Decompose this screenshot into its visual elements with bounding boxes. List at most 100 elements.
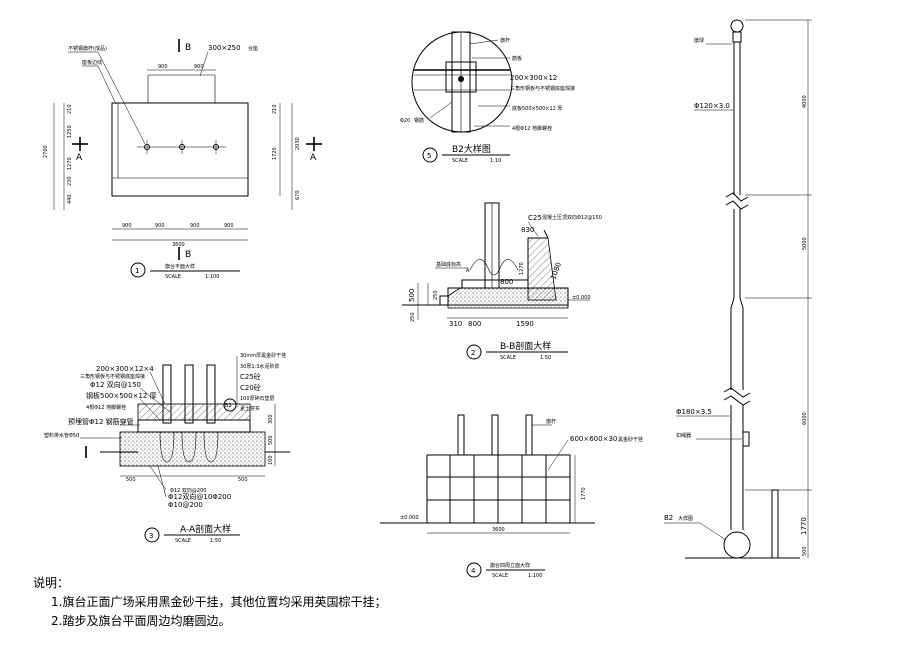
svg-text:210: 210 [67, 104, 73, 114]
svg-text:±0.000: ±0.000 [400, 515, 419, 521]
svg-text:900: 900 [190, 223, 200, 229]
svg-text:2030: 2030 [295, 137, 301, 150]
svg-text:230: 230 [67, 176, 73, 186]
b2-title: B2大样图 [452, 143, 491, 155]
svg-text:三角形钢板与不锈钢底座焊接: 三角形钢板与不锈钢底座焊接 [510, 85, 575, 92]
bb-number-circle [466, 344, 482, 360]
pole-ball-label: 旗球 [694, 37, 704, 44]
svg-text:500: 500 [408, 289, 416, 302]
b2-number-circle [422, 147, 438, 163]
b2-plate-size: 200×300×12 [510, 74, 557, 82]
svg-text:440: 440 [67, 194, 73, 204]
svg-text:1:50: 1:50 [210, 538, 221, 544]
svg-text:1770: 1770 [800, 517, 808, 535]
flag-pole: 旗球 Φ120×3.0 Φ180×3.5 扣绳器 B2 大样图 4000 500… [664, 19, 812, 559]
plan-outline [111, 102, 249, 197]
svg-text:100: 100 [268, 455, 274, 465]
svg-text:三角形钢板与不锈钢底座焊接: 三角形钢板与不锈钢底座焊接 [80, 373, 145, 380]
aa-foundation [119, 431, 266, 467]
svg-text:1250: 1250 [67, 125, 73, 138]
svg-text:大样图: 大样图 [678, 515, 693, 522]
detail-b2: 旗杆 筋板 200×300×12 三角形钢板与不锈钢底座焊接 底板500×500… [400, 31, 575, 164]
svg-text:800: 800 [500, 278, 513, 286]
aa-number-circle [144, 527, 160, 543]
svg-text:1:10: 1:10 [490, 158, 501, 164]
plan-top-dim-1: 900 [158, 64, 168, 70]
plan-title: 旗台平面大样 [165, 263, 195, 270]
notes-heading: 说明： [33, 576, 70, 590]
svg-text:310: 310 [449, 320, 462, 328]
notes-item-1: 1.旗台正面广场采用黑金砂干挂，其他位置均采用英国棕干挂； [51, 595, 387, 609]
svg-text:5: 5 [427, 152, 431, 160]
b2-base-plate: 底板500×500×12 厚 [512, 105, 562, 112]
svg-text:250: 250 [433, 290, 439, 300]
elev-pole-label: 旗杆 [546, 418, 556, 425]
svg-text:A: A [466, 268, 470, 274]
svg-text:2: 2 [471, 349, 475, 357]
svg-text:670: 670 [295, 190, 301, 200]
elev-number-circle [466, 562, 482, 578]
svg-text:B2: B2 [225, 403, 232, 409]
svg-text:4根Φ12 地脚螺栓: 4根Φ12 地脚螺栓 [86, 404, 126, 411]
plan-bottom-total: 3600 [172, 242, 185, 248]
pole-upper-dia: Φ120×3.0 [694, 102, 730, 110]
svg-text:4000: 4000 [802, 95, 808, 108]
section-mark-b-bottom: B [185, 250, 191, 260]
svg-text:SCALE: SCALE [175, 538, 191, 544]
bb-concrete: C25 [528, 214, 542, 222]
section-aa: 200×300×12×4 三角形钢板与不锈钢底座焊接 Φ12 双向@150 钢板… [44, 352, 290, 544]
svg-text:1770: 1770 [581, 487, 587, 500]
svg-text:钢筋: 钢筋 [414, 117, 424, 124]
svg-text:830: 830 [521, 226, 534, 234]
svg-text:900: 900 [155, 223, 165, 229]
pole-bases [137, 140, 226, 154]
pole-hook: 扣绳器 [676, 432, 691, 439]
svg-text:1:50: 1:50 [540, 355, 551, 361]
elev-stone: 600×600×30 [570, 435, 617, 443]
svg-text:黑金砂干挂: 黑金砂干挂 [618, 436, 643, 443]
plan-top-size: 300×250 [208, 44, 241, 52]
section-mark-a-right: A [310, 153, 317, 163]
svg-text:混凝土压顶双向Φ12@150: 混凝土压顶双向Φ12@150 [542, 214, 602, 221]
bb-title: B-B剖面大样 [500, 340, 551, 352]
svg-text:台座: 台座 [248, 45, 258, 52]
svg-text:1: 1 [135, 267, 139, 275]
svg-text:1590: 1590 [516, 320, 534, 328]
aa-plate-size: 200×300×12×4 [96, 365, 154, 373]
svg-text:SCALE: SCALE [500, 355, 516, 361]
svg-text:Φ10@200: Φ10@200 [168, 501, 203, 509]
svg-text:预埋管Φ12 钢筋穿管: 预埋管Φ12 钢筋穿管 [68, 417, 134, 426]
section-mark-a-left: A [76, 153, 83, 163]
svg-text:基础底标高: 基础底标高 [436, 261, 461, 268]
svg-text:C25砼: C25砼 [240, 372, 261, 381]
elevation-view: 旗杆 600×600×30 黑金砂干挂 1770 ±0.000 3600 4 旗… [380, 414, 643, 579]
svg-text:900: 900 [224, 223, 234, 229]
svg-text:6000: 6000 [802, 412, 808, 425]
plan-label-pole: 不锈钢旗杆(成品) [68, 45, 107, 52]
svg-text:塑料排水管Φ50: 塑料排水管Φ50 [44, 432, 79, 439]
svg-text:素土夯实: 素土夯实 [240, 405, 260, 412]
elev-width: 3600 [492, 527, 505, 533]
svg-text:C20砼: C20砼 [240, 383, 261, 392]
plan-view: B B A A 不锈钢旗杆(成品) 座板边线 300×250 台座 900 90… [43, 39, 322, 280]
plan-left-dim-total: 2700 [43, 145, 49, 158]
svg-text:800: 800 [468, 320, 481, 328]
svg-text:30厚1:3水泥砂浆: 30厚1:3水泥砂浆 [240, 363, 279, 370]
svg-text:900: 900 [122, 223, 132, 229]
svg-text:210: 210 [272, 104, 278, 114]
svg-text:3: 3 [149, 532, 153, 540]
svg-text:4: 4 [471, 567, 476, 575]
aa-title: A-A剖面大样 [180, 523, 231, 535]
detail-circle [411, 31, 513, 133]
svg-text:钢板500×500×12 厚: 钢板500×500×12 厚 [86, 391, 157, 400]
svg-text:500: 500 [802, 546, 808, 556]
svg-text:100厚碎石垫层: 100厚碎石垫层 [240, 395, 275, 402]
pole-base-ring [723, 531, 751, 559]
plan-top-dim-2: 900 [194, 64, 204, 70]
svg-text:5000: 5000 [802, 237, 808, 250]
svg-text:300: 300 [268, 414, 274, 424]
plan-label-edge: 座板边线 [82, 59, 102, 66]
svg-text:500: 500 [126, 477, 136, 483]
pole-ball [730, 19, 744, 33]
